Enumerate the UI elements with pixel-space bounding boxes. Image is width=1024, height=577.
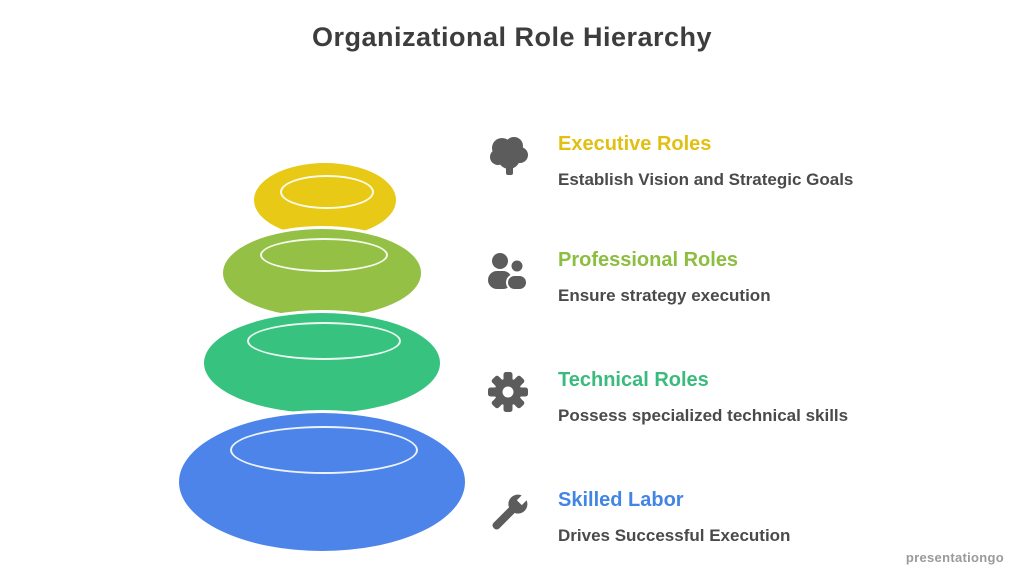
wrench-icon <box>492 492 530 530</box>
pebble-professional <box>220 226 424 320</box>
pebble-highlight-ring <box>247 322 401 360</box>
legend-row-technical: Technical Roles Possess specialized tech… <box>482 364 952 454</box>
level-heading: Professional Roles <box>558 249 739 271</box>
level-heading: Technical Roles <box>558 369 709 391</box>
pebble-skilled-labor <box>176 410 468 554</box>
pebble-highlight-ring <box>230 426 418 474</box>
level-heading: Skilled Labor <box>558 489 684 511</box>
level-description: Drives Successful Execution <box>558 526 791 545</box>
brain-icon <box>490 137 528 175</box>
legend-row-professional: Professional Roles Ensure strategy execu… <box>482 244 952 334</box>
gear-icon <box>488 372 528 412</box>
level-description: Establish Vision and Strategic Goals <box>558 170 854 189</box>
pebble-highlight-ring <box>260 238 388 272</box>
legend-row-skilled-labor: Skilled Labor Drives Successful Executio… <box>482 484 952 574</box>
pebble-technical <box>201 310 443 416</box>
team-icon <box>488 253 528 291</box>
level-description: Possess specialized technical skills <box>558 406 849 425</box>
page-title: Organizational Role Hierarchy <box>311 22 713 52</box>
level-heading: Executive Roles <box>558 133 712 155</box>
level-description: Ensure strategy execution <box>558 286 771 305</box>
watermark-text: presentationgo <box>905 550 1004 565</box>
pebble-highlight-ring <box>280 175 374 209</box>
legend-row-executive: Executive Roles Establish Vision and Str… <box>482 128 952 218</box>
